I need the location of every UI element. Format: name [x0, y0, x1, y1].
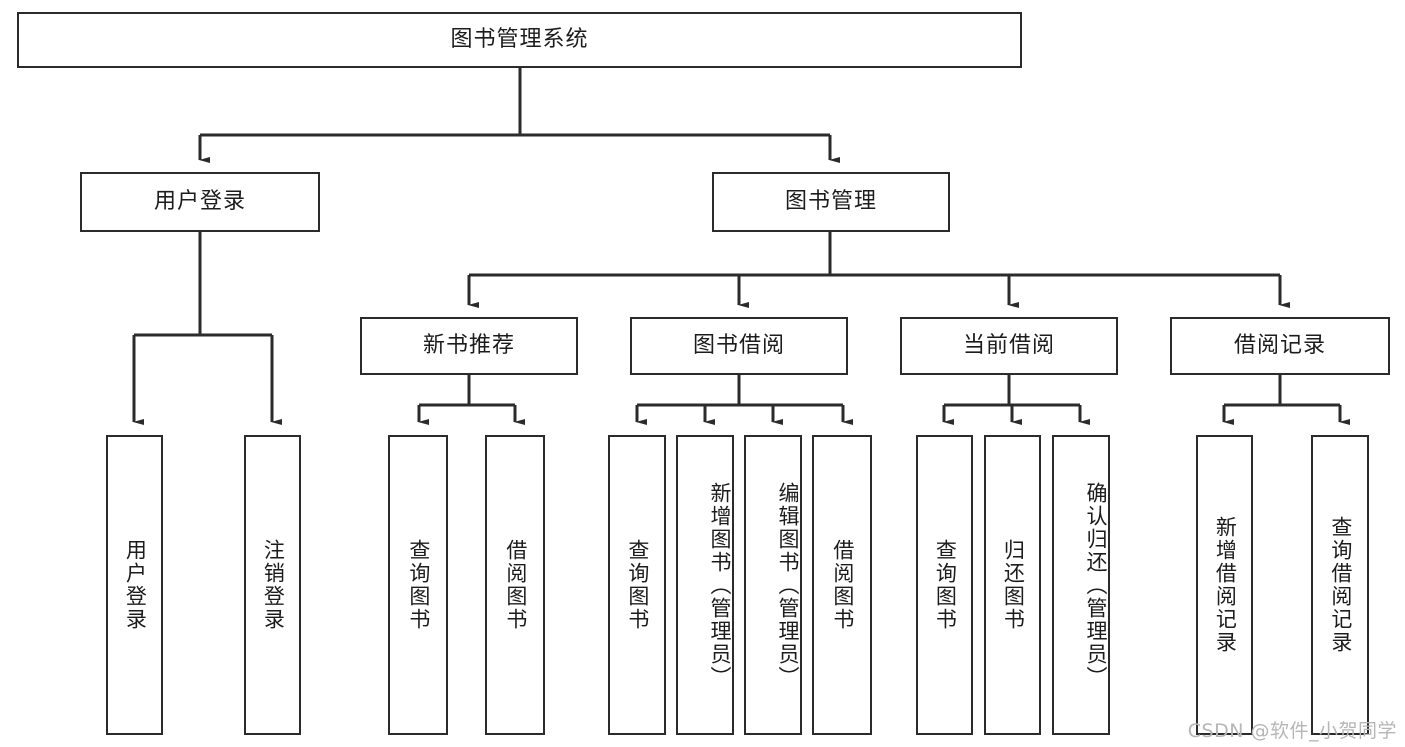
node-label: 用户登录: [153, 188, 246, 214]
node-book-management-system[interactable]: 图书管理系统: [17, 12, 1022, 68]
node-label: 查询图书: [625, 539, 650, 631]
leaf-query-book-borrow[interactable]: 查询图书: [608, 435, 666, 735]
node-label: 确认归还（管理员）: [1084, 481, 1108, 689]
node-label: 图书管理系统: [450, 26, 589, 52]
node-label: 借阅记录: [1233, 332, 1326, 358]
leaf-add-book-admin[interactable]: 新增图书（管理员）: [676, 435, 734, 735]
node-new-book-recommend[interactable]: 新书推荐: [360, 317, 578, 375]
node-label: 借阅图书: [830, 539, 855, 631]
leaf-add-borrow-record[interactable]: 新增借阅记录: [1196, 435, 1253, 735]
leaf-return-book[interactable]: 归还图书: [984, 435, 1041, 735]
leaf-user-login[interactable]: 用户登录: [106, 435, 163, 735]
node-book-borrow[interactable]: 图书借阅: [630, 317, 848, 375]
node-label: 注销登录: [261, 539, 286, 631]
node-label: 图书管理: [784, 188, 877, 214]
node-borrow-record[interactable]: 借阅记录: [1170, 317, 1390, 375]
node-label: 查询借阅记录: [1328, 516, 1353, 654]
node-label: 借阅图书: [503, 539, 528, 631]
node-label: 编辑图书（管理员）: [776, 481, 800, 689]
leaf-borrow-book-recommend[interactable]: 借阅图书: [485, 435, 545, 735]
leaf-query-borrow-record[interactable]: 查询借阅记录: [1311, 435, 1369, 735]
leaf-user-logout[interactable]: 注销登录: [244, 435, 301, 735]
node-label: 查询图书: [406, 539, 431, 631]
node-label: 归还图书: [1001, 539, 1026, 631]
leaf-edit-book-admin[interactable]: 编辑图书（管理员）: [744, 435, 802, 735]
node-label: 新增图书（管理员）: [708, 481, 732, 689]
node-label: 新书推荐: [422, 332, 515, 358]
node-user-login[interactable]: 用户登录: [80, 172, 320, 232]
watermark-text: CSDN @软件_小贺同学: [1187, 720, 1397, 742]
node-current-borrow[interactable]: 当前借阅: [900, 317, 1118, 375]
node-label: 查询图书: [933, 539, 958, 631]
node-label: 新增借阅记录: [1213, 516, 1238, 654]
leaf-query-book-current[interactable]: 查询图书: [916, 435, 973, 735]
leaf-confirm-return-admin[interactable]: 确认归还（管理员）: [1052, 435, 1110, 735]
leaf-borrow-book[interactable]: 借阅图书: [812, 435, 872, 735]
node-label: 用户登录: [123, 539, 148, 631]
leaf-query-book-recommend[interactable]: 查询图书: [388, 435, 448, 735]
node-label: 当前借阅: [962, 332, 1055, 358]
node-label: 图书借阅: [692, 332, 785, 358]
node-book-management[interactable]: 图书管理: [712, 172, 950, 232]
